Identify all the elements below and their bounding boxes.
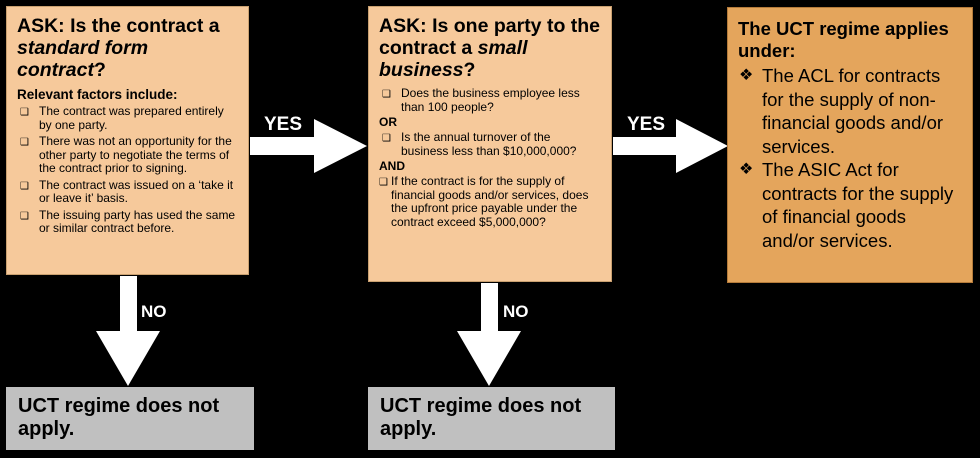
diamond-bullet-icon: ❖	[739, 161, 754, 178]
small-business-question-box: ASK: Is one party to the contract a smal…	[368, 6, 612, 282]
list-item: ❑There was not an opportunity for the ot…	[20, 134, 232, 175]
square-bullet-icon: ❑	[382, 89, 391, 100]
no-arrow-2	[457, 283, 521, 386]
no-arrow-1	[96, 276, 160, 386]
uct-applies-title: The UCT regime applies under:	[738, 18, 949, 61]
uct-applies-box: The UCT regime applies under: ❖The ACL f…	[727, 7, 973, 283]
small-business-question: ASK: Is one party to the contract a smal…	[379, 15, 601, 81]
yes-label-2: YES	[627, 114, 666, 135]
square-bullet-icon: ❑	[20, 137, 29, 148]
square-bullet-icon: ❑	[379, 177, 388, 188]
diamond-bullet-icon: ❖	[739, 67, 754, 84]
list-item: ❑The contract was prepared entirely by o…	[20, 104, 224, 132]
square-bullet-icon: ❑	[382, 133, 391, 144]
standard-form-question: ASK: Is the contract a standard form con…	[17, 15, 220, 81]
square-bullet-icon: ❑	[20, 180, 29, 192]
or-connector: OR	[379, 115, 397, 129]
standard-form-question-box: ASK: Is the contract a standard form con…	[6, 6, 249, 275]
uct-not-apply-text: UCT regime does not apply.	[18, 395, 220, 440]
list-item: ❑The contract was issued on a ‘take it o…	[20, 177, 234, 205]
and-connector: AND	[379, 159, 405, 173]
no-label-1: NO	[141, 302, 167, 321]
list-item: ❑The issuing party has used the same or …	[20, 207, 236, 235]
square-bullet-icon: ❑	[20, 107, 29, 118]
yes-label-1: YES	[264, 114, 303, 135]
no-label-2: NO	[503, 302, 529, 321]
uct-applies-list: ❖The ACL for contracts for the supply of…	[738, 64, 962, 252]
uct-not-apply-text: UCT regime does not apply.	[380, 395, 582, 440]
list-item: ❖The ASIC Act for contracts for the supp…	[739, 159, 954, 251]
list-item: ❑If the contract is for the supply of fi…	[379, 174, 589, 229]
list-item: ❑Does the business employee less than 10…	[382, 86, 580, 114]
uct-not-apply-box-1: UCT regime does not apply.	[6, 387, 254, 450]
factors-list: ❑The contract was prepared entirely by o…	[17, 104, 238, 236]
uct-not-apply-box-2: UCT regime does not apply.	[368, 387, 615, 450]
list-item: ❑Is the annual turnover of the business …	[382, 130, 577, 158]
small-business-criteria: ❑Does the business employee less than 10…	[379, 86, 601, 114]
yes-arrow-1	[250, 119, 367, 173]
list-item: ❖The ACL for contracts for the supply of…	[739, 65, 944, 157]
factors-title: Relevant factors include:	[17, 87, 178, 102]
square-bullet-icon: ❑	[20, 210, 29, 222]
yes-arrow-2	[613, 119, 728, 173]
